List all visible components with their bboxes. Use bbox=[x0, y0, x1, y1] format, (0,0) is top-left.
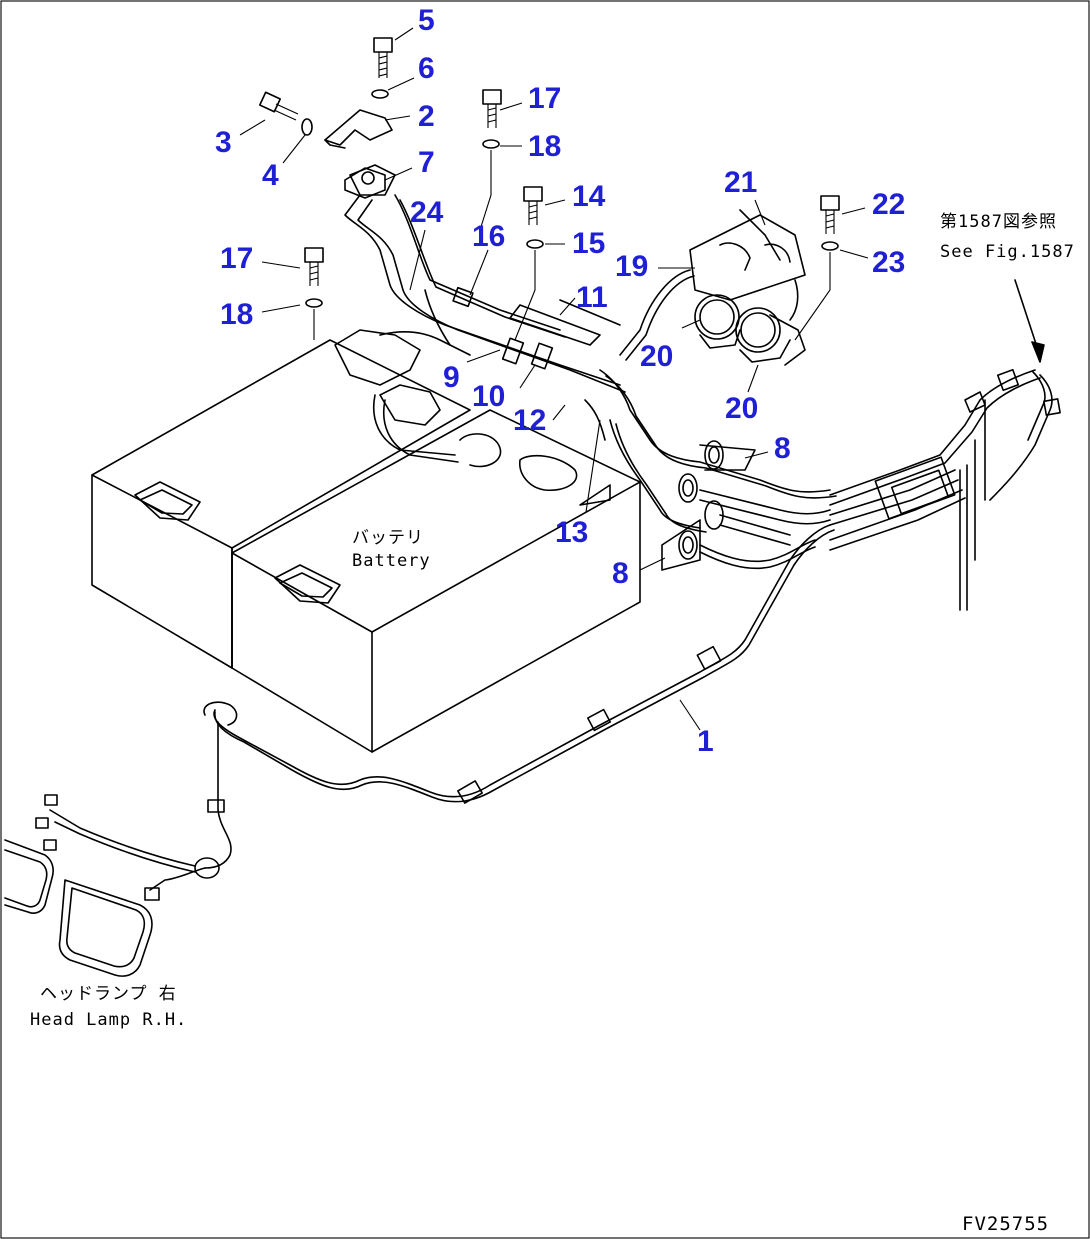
washer-18-top bbox=[479, 139, 500, 231]
callout-8-bottom: 8 bbox=[612, 557, 629, 590]
callout-6: 6 bbox=[418, 52, 435, 85]
washer-15 bbox=[514, 239, 544, 341]
callout-7: 7 bbox=[418, 146, 435, 179]
headlamp-label-en: Head Lamp R.H. bbox=[30, 1010, 187, 1030]
washer-23 bbox=[794, 241, 839, 341]
callout-18-left: 18 bbox=[220, 298, 253, 331]
callout-1: 1 bbox=[697, 725, 714, 758]
bolt-22 bbox=[820, 195, 840, 234]
callout-4: 4 bbox=[262, 159, 279, 192]
bolt-5 bbox=[373, 37, 393, 78]
headlamp-label-jp: ヘッドランプ 右 bbox=[40, 984, 177, 1004]
rotating-lamps bbox=[689, 209, 806, 366]
callout-12: 12 bbox=[513, 404, 546, 437]
callout-2: 2 bbox=[418, 100, 435, 133]
callout-20-top: 20 bbox=[640, 340, 673, 373]
battery-label-jp: バッテリ bbox=[352, 528, 424, 548]
grommets bbox=[579, 440, 831, 571]
washer-18-left bbox=[305, 298, 323, 340]
callout-3: 3 bbox=[215, 126, 232, 159]
headlamp-rh bbox=[4, 721, 232, 977]
leader-lines bbox=[239, 27, 869, 731]
callout-20-bottom: 20 bbox=[725, 392, 758, 425]
callouts: 5 6 2 3 4 7 17 18 14 15 16 24 21 22 23 1… bbox=[215, 4, 905, 758]
main-harness bbox=[203, 524, 835, 804]
callout-8-top: 8 bbox=[774, 432, 791, 465]
callout-23: 23 bbox=[872, 246, 905, 279]
callout-13: 13 bbox=[555, 516, 588, 549]
bolt-17-left bbox=[304, 247, 324, 286]
battery-outline bbox=[91, 329, 641, 753]
right-harness bbox=[829, 279, 1061, 611]
callout-19: 19 bbox=[615, 250, 648, 283]
callout-24: 24 bbox=[410, 196, 444, 229]
bolt-14 bbox=[523, 186, 543, 225]
washer-4 bbox=[301, 118, 313, 136]
callout-17-top: 17 bbox=[528, 82, 561, 115]
callout-15: 15 bbox=[572, 227, 605, 260]
drawing-code: FV25755 bbox=[962, 1213, 1049, 1235]
washer-6 bbox=[371, 89, 389, 99]
notes: 第1587図参照 See Fig.1587 バッテリ Battery ヘッドラン… bbox=[30, 212, 1075, 1235]
callout-9: 9 bbox=[443, 361, 460, 394]
battery-label-en: Battery bbox=[352, 551, 431, 571]
relay-7 bbox=[344, 167, 386, 199]
callout-5: 5 bbox=[418, 4, 435, 37]
upper-harness bbox=[344, 164, 837, 533]
callout-21: 21 bbox=[724, 166, 757, 199]
bracket-2 bbox=[324, 109, 393, 149]
bolt-17-top bbox=[482, 89, 502, 128]
callout-14: 14 bbox=[572, 180, 606, 213]
callout-16: 16 bbox=[472, 220, 505, 253]
callout-17-left: 17 bbox=[220, 242, 253, 275]
callout-18-top: 18 bbox=[528, 130, 561, 163]
callout-11: 11 bbox=[576, 281, 608, 314]
bolt-3 bbox=[258, 91, 299, 121]
ref-note-en: See Fig.1587 bbox=[940, 242, 1075, 262]
callout-22: 22 bbox=[872, 188, 905, 221]
ref-note-jp: 第1587図参照 bbox=[940, 212, 1057, 232]
callout-10: 10 bbox=[472, 380, 505, 413]
